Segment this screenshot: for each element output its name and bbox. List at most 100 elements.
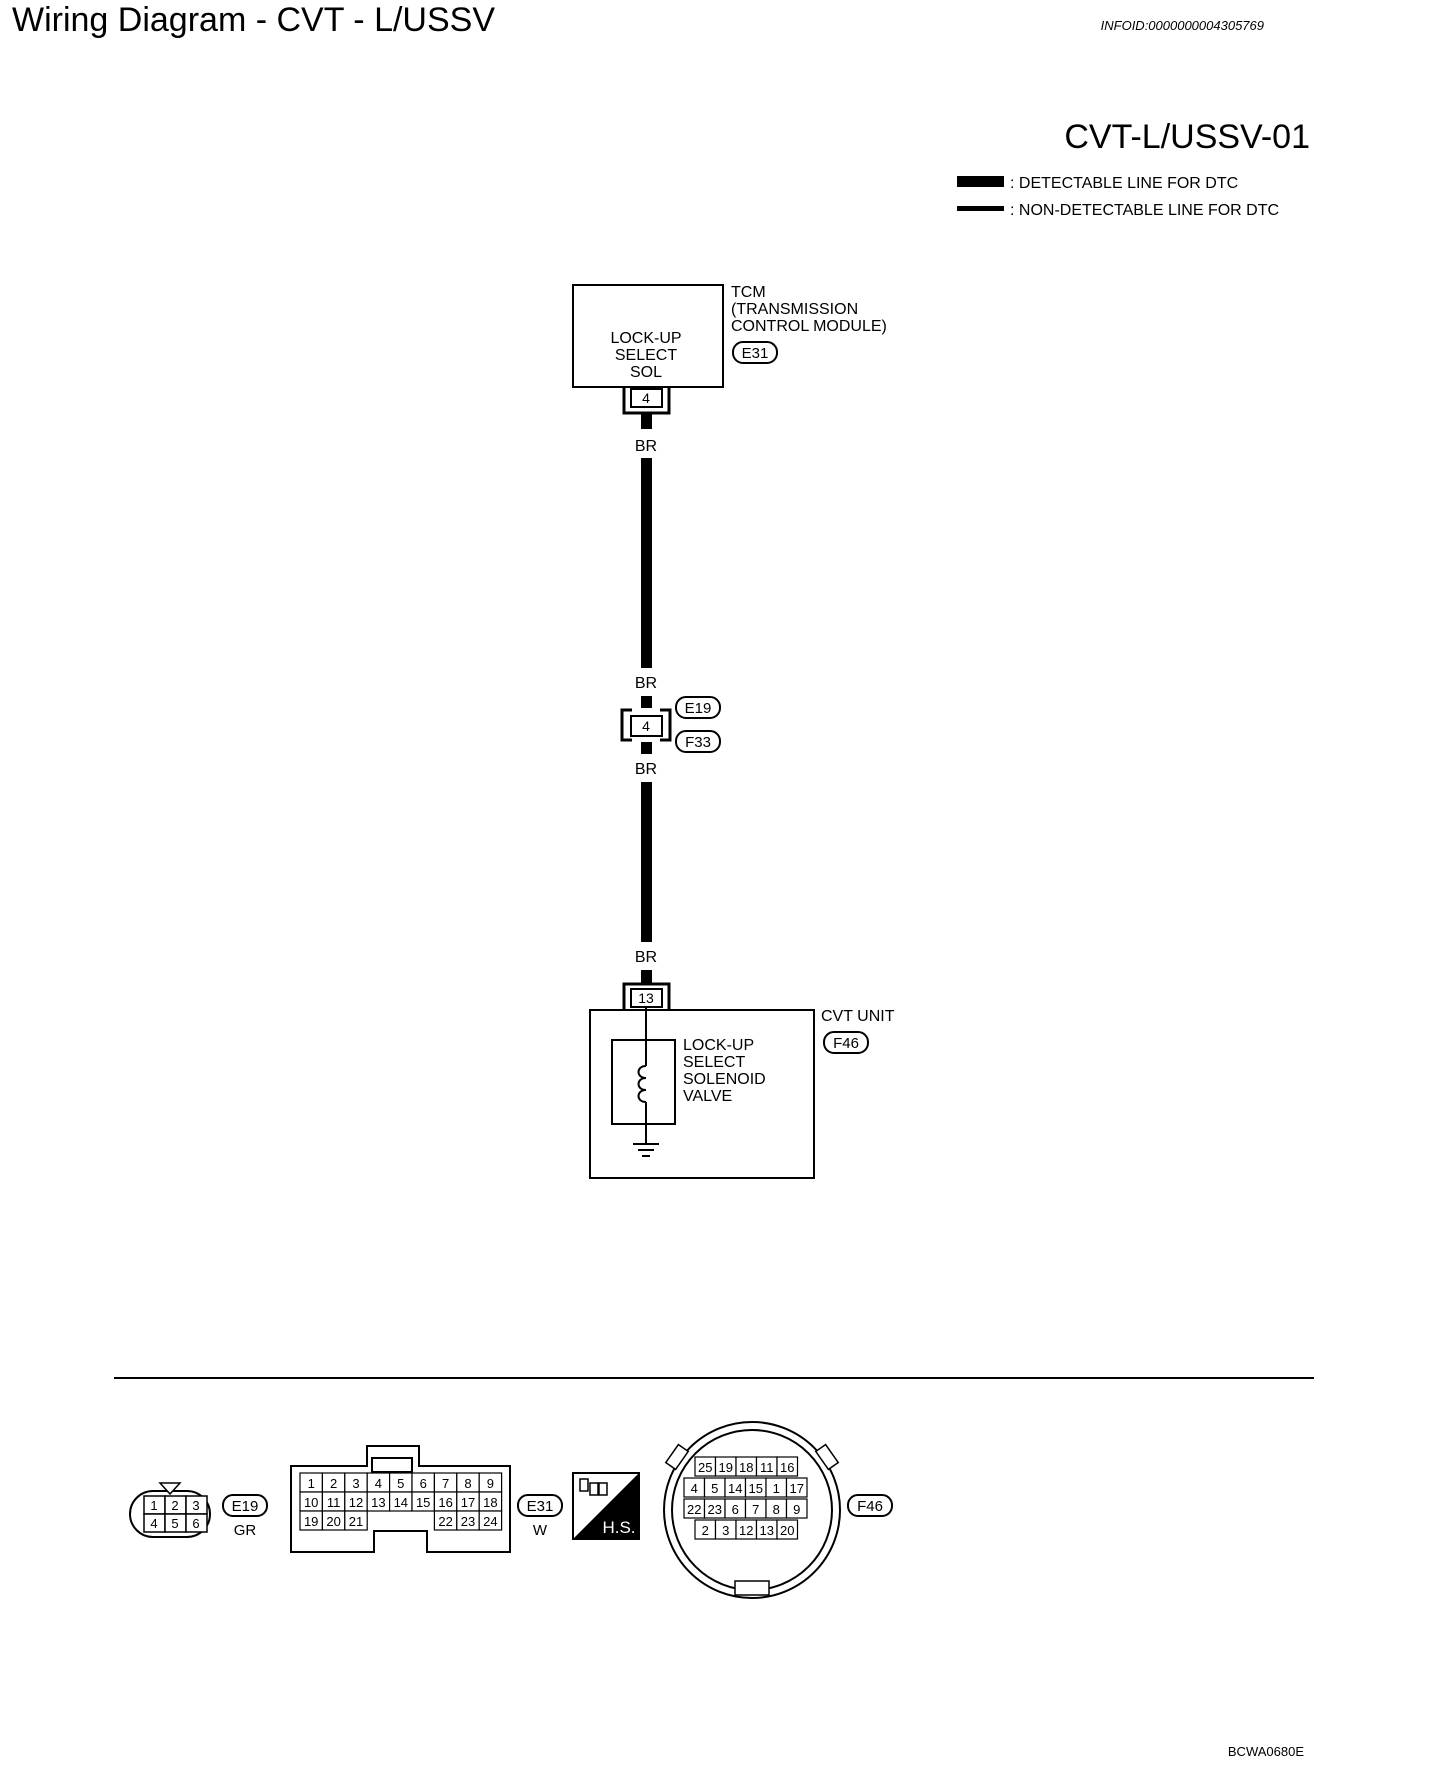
f46-pin-number: 12 <box>739 1523 753 1538</box>
f46-pin-number: 3 <box>722 1523 729 1538</box>
e31-pin-number: 8 <box>464 1476 471 1491</box>
figure-code: BCWA0680E <box>1228 1744 1304 1759</box>
e31-view-label: E31 <box>527 1498 554 1515</box>
e31-pin-number: 16 <box>438 1495 452 1510</box>
legend-non-detectable-label: : NON-DETECTABLE LINE FOR DTC <box>1010 202 1279 219</box>
f46-pin-number: 18 <box>739 1460 753 1475</box>
cvt-terminal-number: 13 <box>638 990 654 1006</box>
e31-pin-number: 4 <box>375 1476 382 1491</box>
tcm-name-line1: TCM <box>731 284 766 301</box>
e31-view-badge <box>517 1494 563 1517</box>
info-id: INFOID:0000000004305769 <box>1100 18 1264 33</box>
e19-pin-number: 4 <box>150 1516 157 1531</box>
e31-pin-number: 21 <box>349 1514 363 1529</box>
e31-pin-number: 14 <box>394 1495 408 1510</box>
hs-connector-icon <box>589 1482 599 1496</box>
f46-pin-number: 20 <box>780 1523 794 1538</box>
f46-pin <box>776 1456 799 1477</box>
legend-non-detectable-line <box>957 206 1004 211</box>
f46-key-left <box>664 1443 690 1471</box>
e19-pin-number: 2 <box>171 1498 178 1513</box>
cvt-connector-label: F46 <box>833 1035 859 1052</box>
e31-pin-number: 15 <box>416 1495 430 1510</box>
e31-pin-number: 10 <box>304 1495 318 1510</box>
hs-connector-icon <box>579 1478 589 1492</box>
f46-pin-number: 13 <box>760 1523 774 1538</box>
solenoid-label-line1: LOCK-UP <box>683 1037 754 1054</box>
e31-latch <box>371 1457 413 1473</box>
e19-pin-number: 1 <box>150 1498 157 1513</box>
solenoid-valve-box <box>611 1039 676 1125</box>
e31-pin-number: 3 <box>352 1476 359 1491</box>
hs-symbol: H.S. <box>572 1472 640 1540</box>
e19-key-icon <box>158 1482 182 1496</box>
solenoid-label-line3: SOLENOID <box>683 1071 766 1088</box>
tcm-component-line1: LOCK-UP <box>610 330 681 347</box>
f46-key-bottom <box>734 1580 770 1596</box>
f46-pin-number: 17 <box>790 1481 804 1496</box>
e31-pin <box>344 1510 368 1531</box>
diagram-id: CVT-L/USSV-01 <box>1064 118 1310 156</box>
wire-segment-top-stub <box>641 413 652 429</box>
f46-pin <box>785 1477 808 1498</box>
e31-housing <box>290 1445 511 1553</box>
wire-segment-2-start <box>641 742 652 754</box>
wire-color-label-3: BR <box>635 761 657 778</box>
wire-segment-2-end <box>641 970 652 984</box>
f46-pin-number: 9 <box>793 1502 800 1517</box>
f46-pin-number: 19 <box>719 1460 733 1475</box>
wire-color-label-4: BR <box>635 949 657 966</box>
joint-connector-bottom-badge <box>675 730 721 753</box>
e31-pin-number: 13 <box>371 1495 385 1510</box>
joint-connector-top-badge <box>675 696 721 719</box>
f46-pin-number: 25 <box>698 1460 712 1475</box>
e31-pin-number: 19 <box>304 1514 318 1529</box>
wire-segment-1 <box>641 458 652 668</box>
hs-connector-icon <box>598 1482 608 1496</box>
solenoid-label-line2: SELECT <box>683 1054 745 1071</box>
f46-pin-number: 1 <box>773 1481 780 1496</box>
f46-key-right <box>814 1443 840 1471</box>
f46-pin-number: 2 <box>702 1523 709 1538</box>
f46-pin-number: 6 <box>732 1502 739 1517</box>
f46-pin-number: 14 <box>728 1481 742 1496</box>
solenoid-coil-icon <box>637 1065 647 1103</box>
e19-pin <box>185 1513 208 1533</box>
e31-pin-number: 1 <box>308 1476 315 1491</box>
tcm-connector-label: E31 <box>742 345 769 362</box>
f46-pin-number: 11 <box>760 1460 774 1475</box>
connector-view-e19: 1 2 3 4 5 6 E19 GR <box>129 1482 268 1539</box>
e31-pin-number: 5 <box>397 1476 404 1491</box>
cvt-terminal-bracket <box>622 982 671 1010</box>
e31-pin <box>478 1510 503 1531</box>
tcm-component-line3: SOL <box>630 364 662 381</box>
f46-pin-number: 8 <box>773 1502 780 1517</box>
f46-pin-number: 4 <box>691 1481 698 1496</box>
f46-pin <box>776 1519 799 1540</box>
f46-view-label: F46 <box>857 1498 883 1515</box>
legend-detectable-line <box>957 176 1004 187</box>
e31-pin-number: 9 <box>487 1476 494 1491</box>
tcm-name-line2: (TRANSMISSION <box>731 301 858 318</box>
cvt-unit-name: CVT UNIT <box>821 1008 895 1025</box>
joint-bracket-left <box>620 708 632 742</box>
f46-pin-number: 23 <box>708 1502 722 1517</box>
joint-bracket-right <box>660 708 672 742</box>
f46-pin-number: 5 <box>711 1481 718 1496</box>
e19-color-code: GR <box>234 1522 257 1539</box>
joint-connector-bottom-label: F33 <box>685 734 711 751</box>
f46-pin <box>785 1498 808 1519</box>
joint-terminal-number: 4 <box>642 718 650 734</box>
e19-view-badge <box>222 1494 268 1517</box>
e31-pin-number: 6 <box>420 1476 427 1491</box>
e19-view-label: E19 <box>232 1498 259 1515</box>
joint-connector-top-label: E19 <box>685 700 712 717</box>
e31-color-code: W <box>533 1522 548 1539</box>
e31-pin-number: 20 <box>326 1514 340 1529</box>
page-title: Wiring Diagram - CVT - L/USSV <box>12 1 496 39</box>
hs-label: H.S. <box>602 1518 635 1537</box>
e19-pin-number: 3 <box>192 1498 199 1513</box>
f46-housing <box>663 1421 841 1599</box>
